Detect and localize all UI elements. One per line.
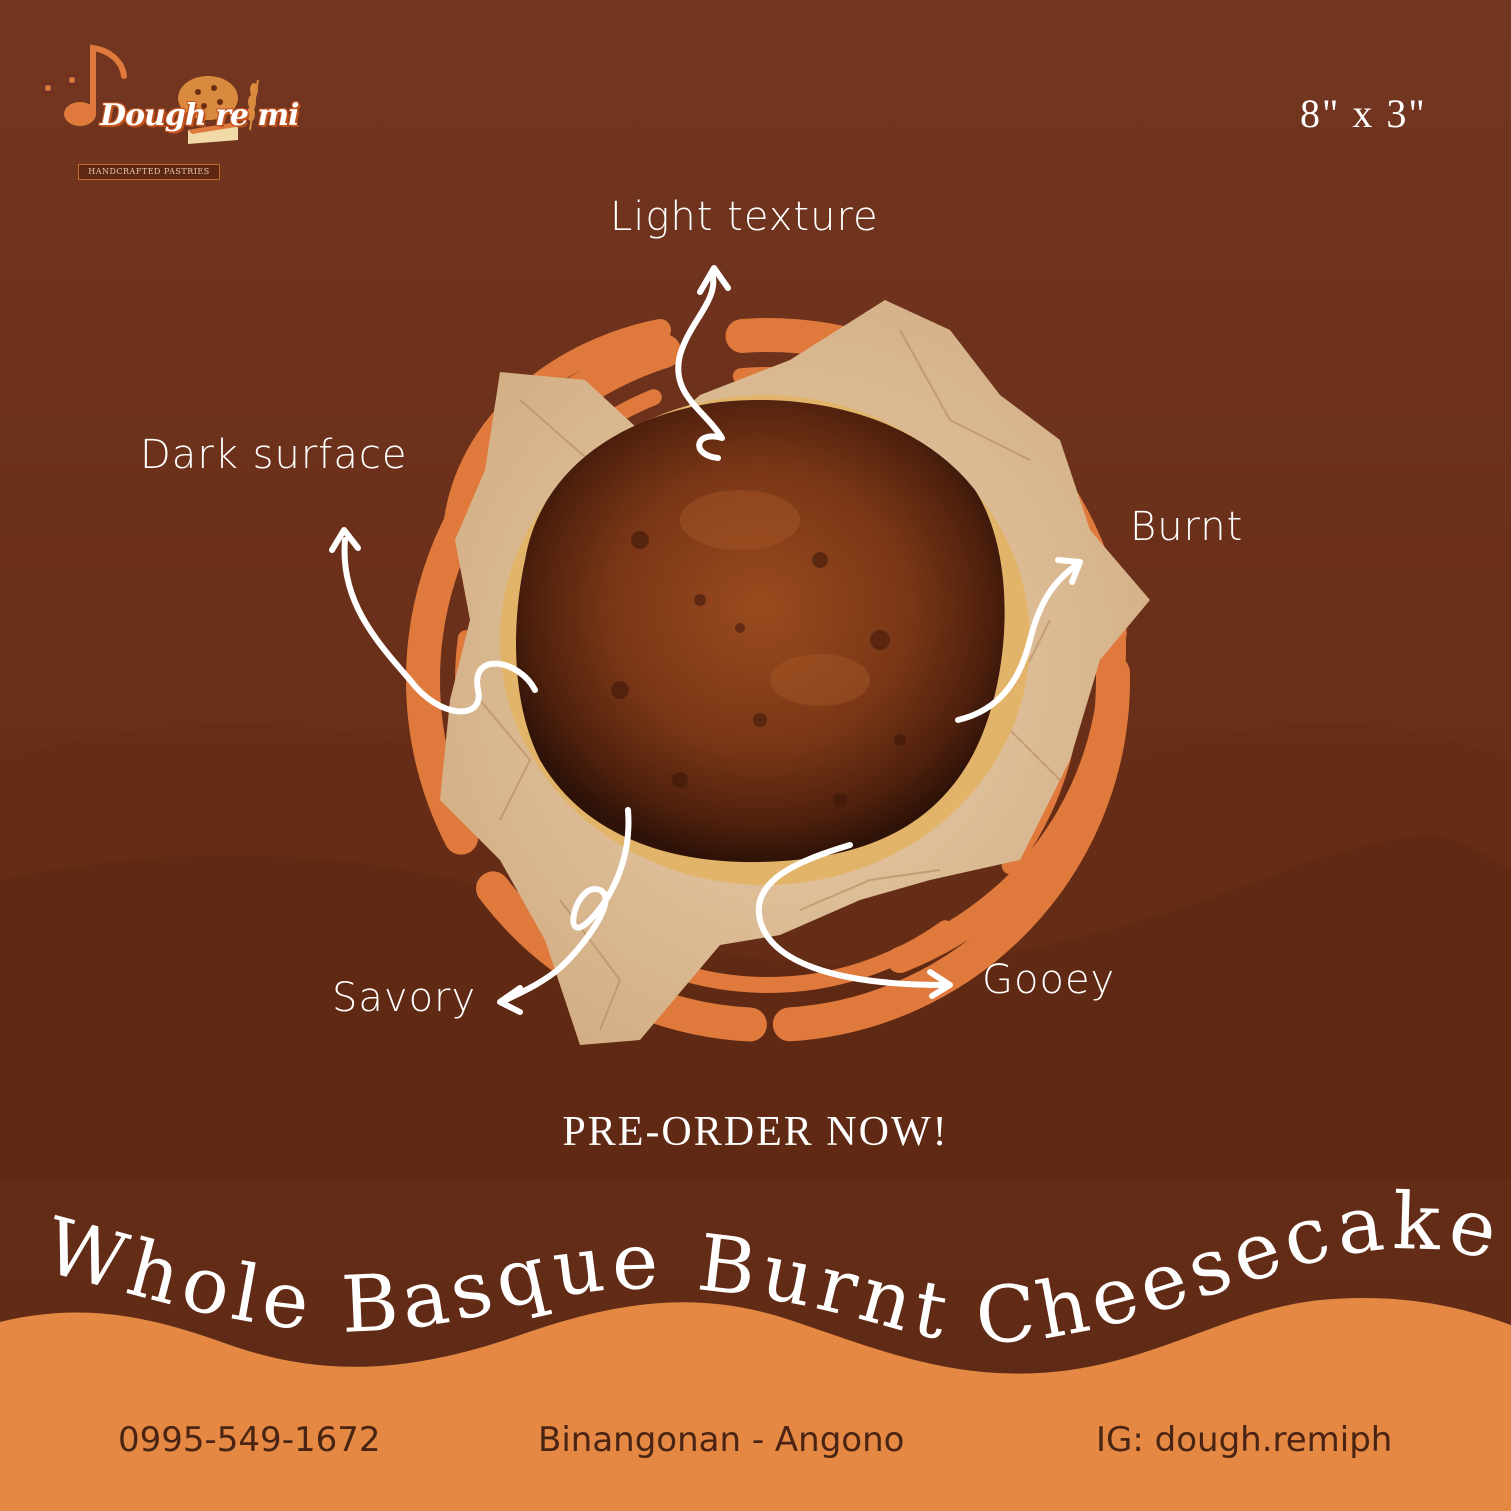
feature-savory: Savory xyxy=(332,975,477,1021)
feature-dark-surface: Dark surface xyxy=(140,432,408,478)
arrow-gooey xyxy=(755,842,948,988)
brand-tagline: HANDCRAFTED PASTRIES xyxy=(78,164,220,180)
arrow-dark-surface xyxy=(341,537,538,715)
feature-light-texture: Light texture xyxy=(610,194,879,240)
footer-phone: 0995-549-1672 xyxy=(118,1420,381,1460)
preorder-cta: PRE-ORDER NOW! xyxy=(562,1109,949,1155)
feature-burnt: Burnt xyxy=(1130,504,1244,550)
logo-icon xyxy=(45,44,259,144)
footer-instagram: IG: dough.remiph xyxy=(1096,1420,1393,1460)
feature-gooey: Gooey xyxy=(982,957,1116,1003)
brand-name: Dough re mi xyxy=(100,98,300,133)
svg-text:Whole Basque Burnt Cheesecake: Whole Basque Burnt Cheesecake xyxy=(35,1177,1510,1362)
footer-location: Binangonan - Angono xyxy=(538,1420,905,1460)
cake-size: 8" x 3" xyxy=(1300,91,1427,136)
product-title-text: Whole Basque Burnt Cheesecake xyxy=(35,1177,1504,1362)
arrow-light-texture xyxy=(675,269,725,461)
arrow-savory xyxy=(499,807,632,1005)
arrow-burnt xyxy=(955,561,1081,723)
